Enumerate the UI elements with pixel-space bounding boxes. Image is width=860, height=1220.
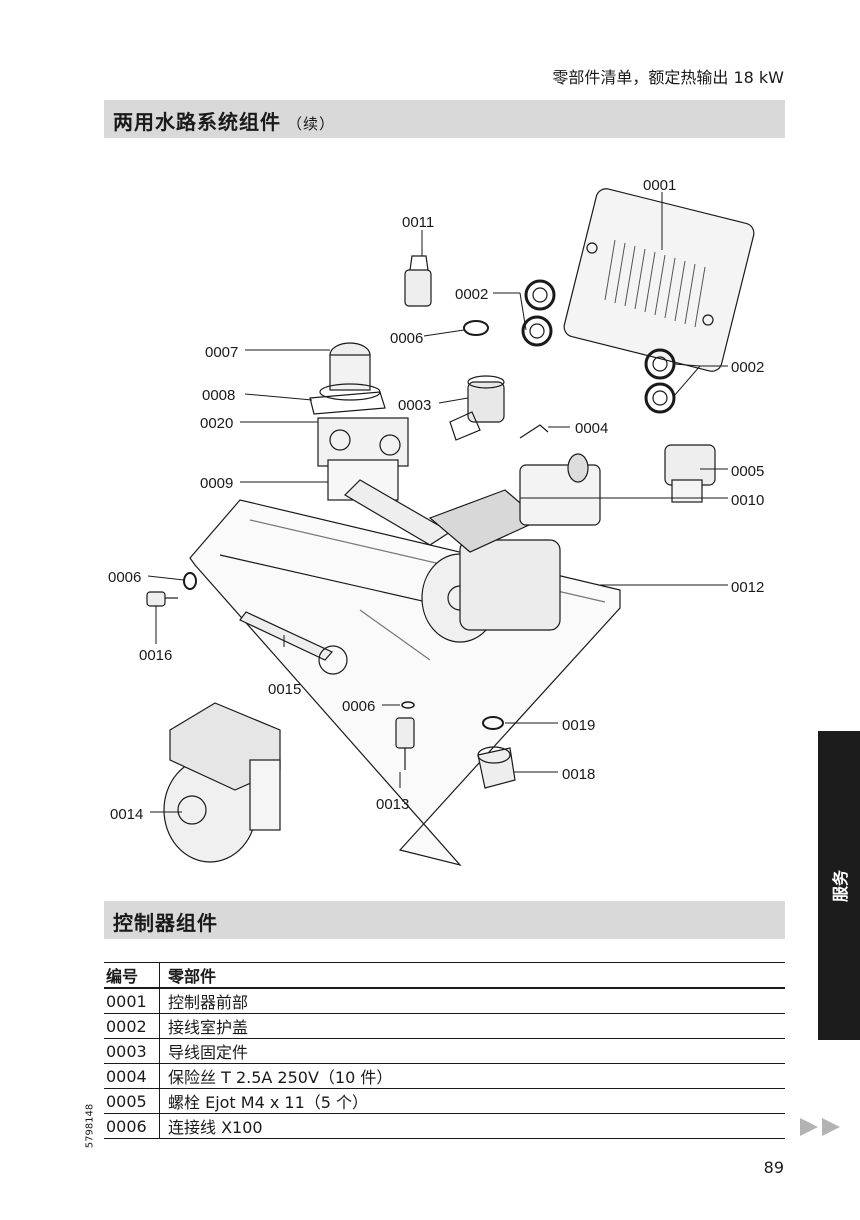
callout-label-0018: 0018 xyxy=(562,766,595,783)
page-number: 89 xyxy=(763,1158,784,1177)
callout-label-0020: 0020 xyxy=(200,415,233,432)
part-number: 0002 xyxy=(104,1013,160,1039)
part-number: 0003 xyxy=(104,1038,160,1064)
hydraulic-block-drawing xyxy=(317,417,452,546)
callout-label-0002: 0002 xyxy=(731,359,764,376)
section-title-suffix: （续） xyxy=(287,115,336,133)
callout-label-0013: 0013 xyxy=(376,796,409,813)
section-heading-hydraulic: 两用水路系统组件（续） xyxy=(104,100,785,138)
part-name: 螺栓 Ejot M4 x 11（5 个） xyxy=(159,1088,785,1114)
double-arrow-right-icon[interactable] xyxy=(800,1116,844,1138)
column-header-number: 编号 xyxy=(104,962,160,989)
callout-label-0008: 0008 xyxy=(202,387,235,404)
callout-label-0004: 0004 xyxy=(575,420,608,437)
part-number: 0006 xyxy=(104,1113,160,1139)
callout-label-0006: 0006 xyxy=(390,330,423,347)
pressure-sensor-drawing xyxy=(664,444,716,503)
spare-pump-drawing xyxy=(163,702,281,863)
document-number: 5798148 xyxy=(84,1103,96,1149)
callout-label-0005: 0005 xyxy=(731,463,764,480)
callout-label-0010: 0010 xyxy=(731,492,764,509)
callout-label-0002: 0002 xyxy=(455,286,488,303)
callout-label-0001: 0001 xyxy=(643,177,676,194)
callout-label-0019: 0019 xyxy=(562,717,595,734)
valve-drawing xyxy=(449,375,505,441)
callout-label-0009: 0009 xyxy=(200,475,233,492)
callout-label-0006: 0006 xyxy=(342,698,375,715)
part-number: 0004 xyxy=(104,1063,160,1089)
section-title: 控制器组件 xyxy=(113,911,218,935)
section-heading-controller: 控制器组件 xyxy=(104,901,785,939)
part-name: 控制器前部 xyxy=(159,988,785,1014)
part-name: 导线固定件 xyxy=(159,1038,785,1064)
fitting-drawing xyxy=(146,572,197,607)
callout-label-0016: 0016 xyxy=(139,647,172,664)
pump-drawing xyxy=(421,453,601,643)
seal-rings-drawing xyxy=(521,279,676,414)
chapter-tab-service[interactable]: 服务 xyxy=(818,731,860,1040)
callout-label-0011: 0011 xyxy=(402,214,434,231)
exploded-parts-diagram: 0001 0011 0002 0006 0002 0007 0008 0003 0020 0004… xyxy=(108,177,764,867)
table-header-row: 编号 零部件 xyxy=(104,962,785,989)
heat-exchanger-drawing xyxy=(563,188,755,372)
callout-label-0014: 0014 xyxy=(110,806,143,823)
wrench-drawing xyxy=(239,611,348,675)
washer-adapter-drawing xyxy=(477,716,516,789)
sensor-drawing xyxy=(404,255,489,336)
callout-label-0007: 0007 xyxy=(205,344,238,361)
part-number: 0005 xyxy=(104,1088,160,1114)
section-title: 两用水路系统组件（续） xyxy=(113,110,336,134)
part-name: 连接线 X100 xyxy=(159,1113,785,1139)
callout-label-0015: 0015 xyxy=(268,681,301,698)
temp-sensor-drawing xyxy=(395,701,415,770)
part-number: 0001 xyxy=(104,988,160,1014)
part-name: 接线室护盖 xyxy=(159,1013,785,1039)
chapter-tab-label: 服务 xyxy=(831,869,850,902)
air-vent-drawing xyxy=(309,342,386,415)
column-header-part: 零部件 xyxy=(159,962,785,989)
part-name: 保险丝 T 2.5A 250V（10 件） xyxy=(159,1063,785,1089)
callout-label-0003: 0003 xyxy=(398,397,431,414)
callout-label-0012: 0012 xyxy=(731,579,764,596)
callout-label-0006: 0006 xyxy=(108,569,141,586)
bracket-drawing xyxy=(519,424,549,439)
running-header: 零部件清单，额定热输出 18 kW xyxy=(552,68,784,87)
